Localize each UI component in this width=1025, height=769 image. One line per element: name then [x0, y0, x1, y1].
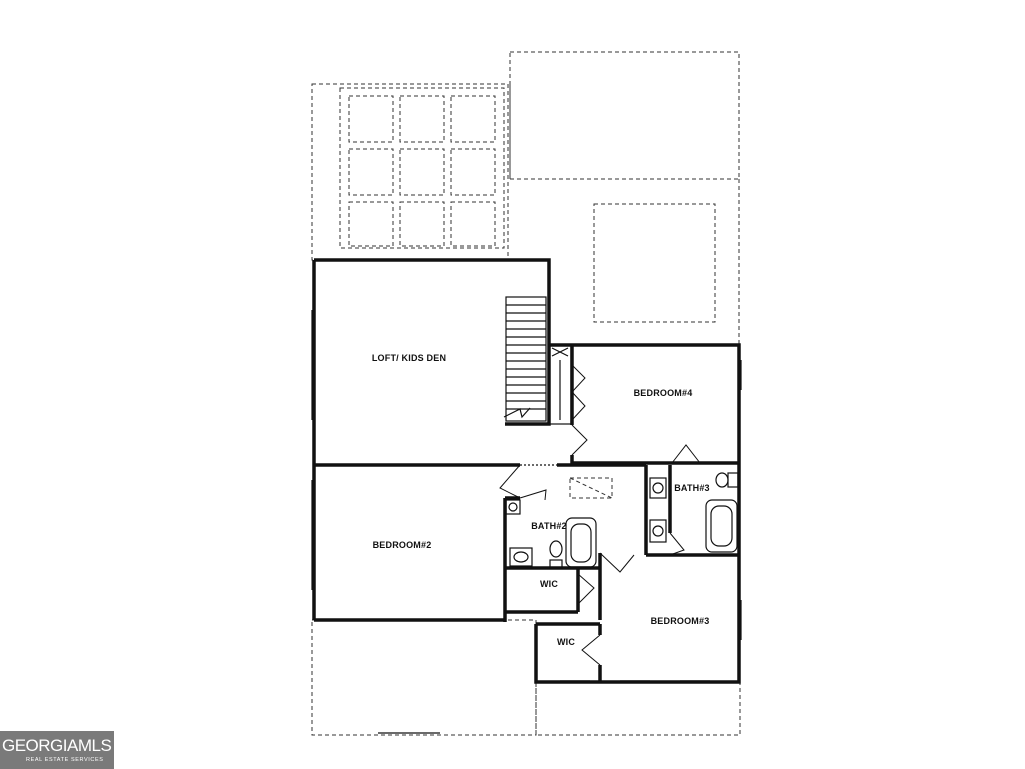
- label-loft-kids-den: LOFT/ KIDS DEN: [372, 353, 446, 363]
- label-bedroom-3: BEDROOM#3: [651, 616, 710, 626]
- bath2-fixtures: [505, 499, 597, 569]
- label-wic-bedroom3: WIC: [557, 637, 575, 647]
- logo-subtitle: REAL ESTATE SERVICES: [26, 757, 104, 763]
- windows: [311, 310, 742, 734]
- pergola-grid: [348, 95, 496, 247]
- attic-access: [569, 477, 613, 499]
- label-bath-2: BATH#2: [531, 521, 567, 531]
- interior-walls: [314, 343, 739, 682]
- staircase: [503, 296, 547, 422]
- label-bedroom-2: BEDROOM#2: [373, 540, 432, 550]
- label-wic-bath2: WIC: [540, 579, 558, 589]
- bath3-fixtures: [649, 472, 739, 553]
- label-bath-3: BATH#3: [674, 483, 710, 493]
- hall-closet: [548, 344, 572, 425]
- label-bedroom-4: BEDROOM#4: [634, 388, 693, 398]
- logo-brand: GEORGIAMLS: [2, 736, 112, 755]
- door-swings: [499, 364, 701, 666]
- georgiamls-logo: GEORGIAMLS REAL ESTATE SERVICES: [0, 731, 114, 769]
- exterior-walls: [312, 258, 741, 684]
